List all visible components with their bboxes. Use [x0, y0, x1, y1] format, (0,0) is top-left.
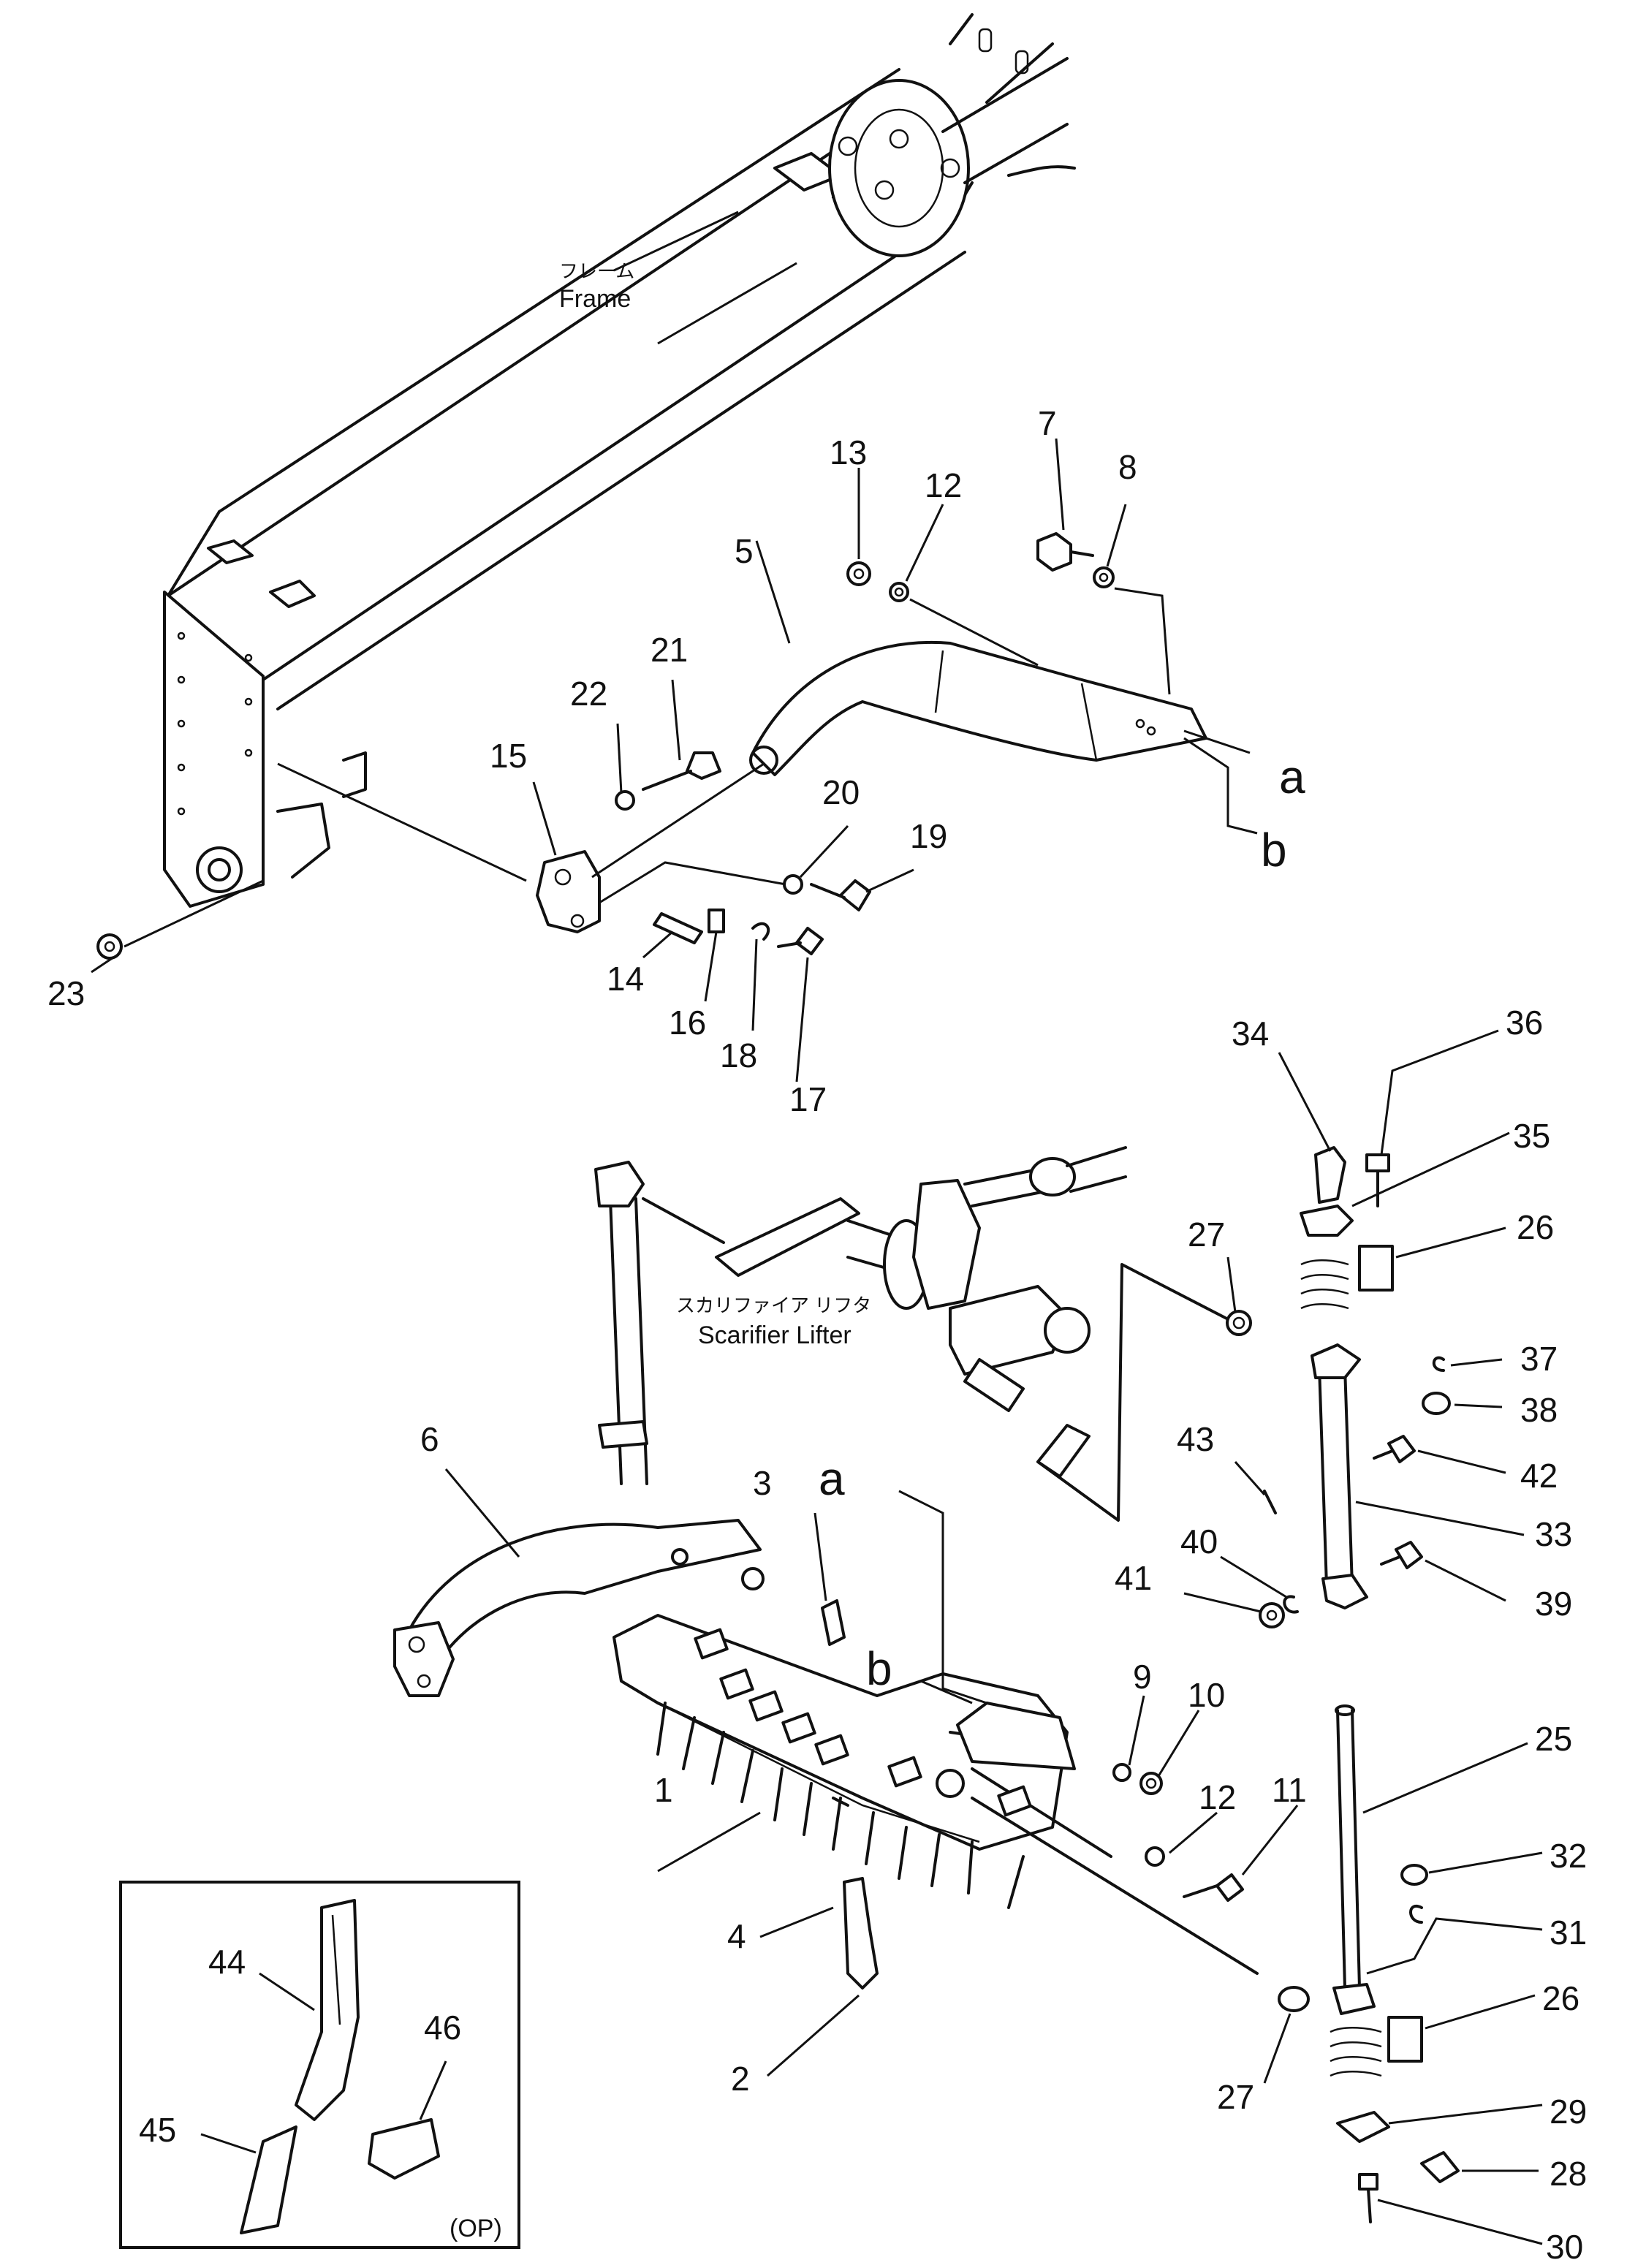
leader-lines: [91, 438, 1543, 2245]
bracket-15: [536, 850, 725, 944]
part-number-37: 37: [1520, 1340, 1558, 1378]
part-number-25: 25: [1535, 1720, 1572, 1758]
part-number-20: 20: [822, 773, 860, 811]
part-number-11: 11: [1272, 1771, 1307, 1809]
part-number-9: 9: [1133, 1658, 1152, 1696]
part-number-29: 29: [1550, 2093, 1587, 2131]
part-number-13: 13: [830, 433, 867, 471]
fasteners-bracket: [96, 751, 871, 960]
part-number-4: 4: [727, 1917, 746, 1955]
part-number-3: 3: [753, 1464, 772, 1502]
part-number-31: 31: [1550, 1914, 1587, 1952]
shaft-25: [1330, 1704, 1460, 2223]
part-number-17: 17: [789, 1080, 827, 1118]
part-number-33: 33: [1535, 1515, 1572, 1553]
part-number-45: 45: [139, 2111, 176, 2149]
beam-fasteners: [821, 1599, 1310, 2012]
part-number-42: 42: [1520, 1457, 1558, 1495]
ref-a-upper: a: [1279, 751, 1305, 803]
part-number-7: 7: [1038, 404, 1057, 442]
ref-b-lower: b: [866, 1642, 892, 1695]
part-number-12-lower: 12: [1199, 1778, 1236, 1816]
upper-arm-5: [749, 640, 1207, 776]
part-number-16: 16: [669, 1004, 706, 1042]
part-number-5: 5: [735, 532, 754, 570]
ref-b-upper: b: [1261, 824, 1287, 876]
part-number-44: 44: [208, 1943, 246, 1981]
part-number-46: 46: [424, 2009, 461, 2047]
lifter-caption-en: Scarifier Lifter: [698, 1321, 852, 1349]
part-number-40: 40: [1180, 1522, 1218, 1560]
part-number-22: 22: [570, 675, 607, 713]
part-number-10: 10: [1188, 1676, 1225, 1714]
part-number-39: 39: [1535, 1585, 1572, 1623]
option-box: [119, 1881, 520, 2249]
frame-drawing: [163, 13, 1076, 908]
part-numbers: 1 2 3 4 5 6 7 8 9 10 11 12 12 13 14 15 1…: [48, 404, 1587, 2266]
column-33: [1226, 1146, 1451, 1628]
fasteners-upper: [846, 532, 1115, 602]
part-number-36: 36: [1506, 1004, 1543, 1042]
part-number-34: 34: [1232, 1014, 1269, 1053]
frame-caption-jp: フレーム: [559, 260, 634, 282]
part-number-27-upper: 27: [1188, 1215, 1225, 1254]
part-number-6: 6: [420, 1420, 439, 1458]
part-number-15: 15: [490, 737, 527, 775]
part-number-19: 19: [910, 817, 947, 855]
frame-caption-en: Frame: [559, 285, 631, 313]
part-number-30: 30: [1546, 2228, 1583, 2266]
part-number-27-lower: 27: [1217, 2078, 1254, 2116]
part-number-23: 23: [48, 974, 85, 1012]
part-number-12-upper: 12: [925, 466, 962, 504]
part-number-21: 21: [651, 631, 688, 669]
part-number-2: 2: [731, 2060, 750, 2098]
ref-a-lower: a: [819, 1452, 845, 1505]
scarifier-arm-6: [393, 1519, 765, 1697]
part-number-14: 14: [607, 960, 644, 998]
part-number-32: 32: [1550, 1837, 1587, 1875]
part-number-43: 43: [1177, 1420, 1214, 1458]
part-number-41: 41: [1115, 1559, 1152, 1597]
lifter-caption-jp: スカリファイア リフタ: [676, 1294, 871, 1316]
option-label: (OP): [450, 2215, 502, 2242]
part-number-28: 28: [1550, 2155, 1587, 2193]
scarifier-lifter-drawing: [594, 1146, 1237, 1522]
part-number-18: 18: [720, 1036, 757, 1074]
part-number-26-upper: 26: [1517, 1208, 1554, 1246]
part-number-1: 1: [654, 1771, 673, 1809]
part-number-8: 8: [1118, 448, 1137, 486]
scarifier-beam-1: [612, 1614, 1259, 1975]
part-number-26-lower: 26: [1542, 1979, 1579, 2017]
part-number-35: 35: [1513, 1117, 1550, 1155]
part-number-38: 38: [1520, 1391, 1558, 1429]
